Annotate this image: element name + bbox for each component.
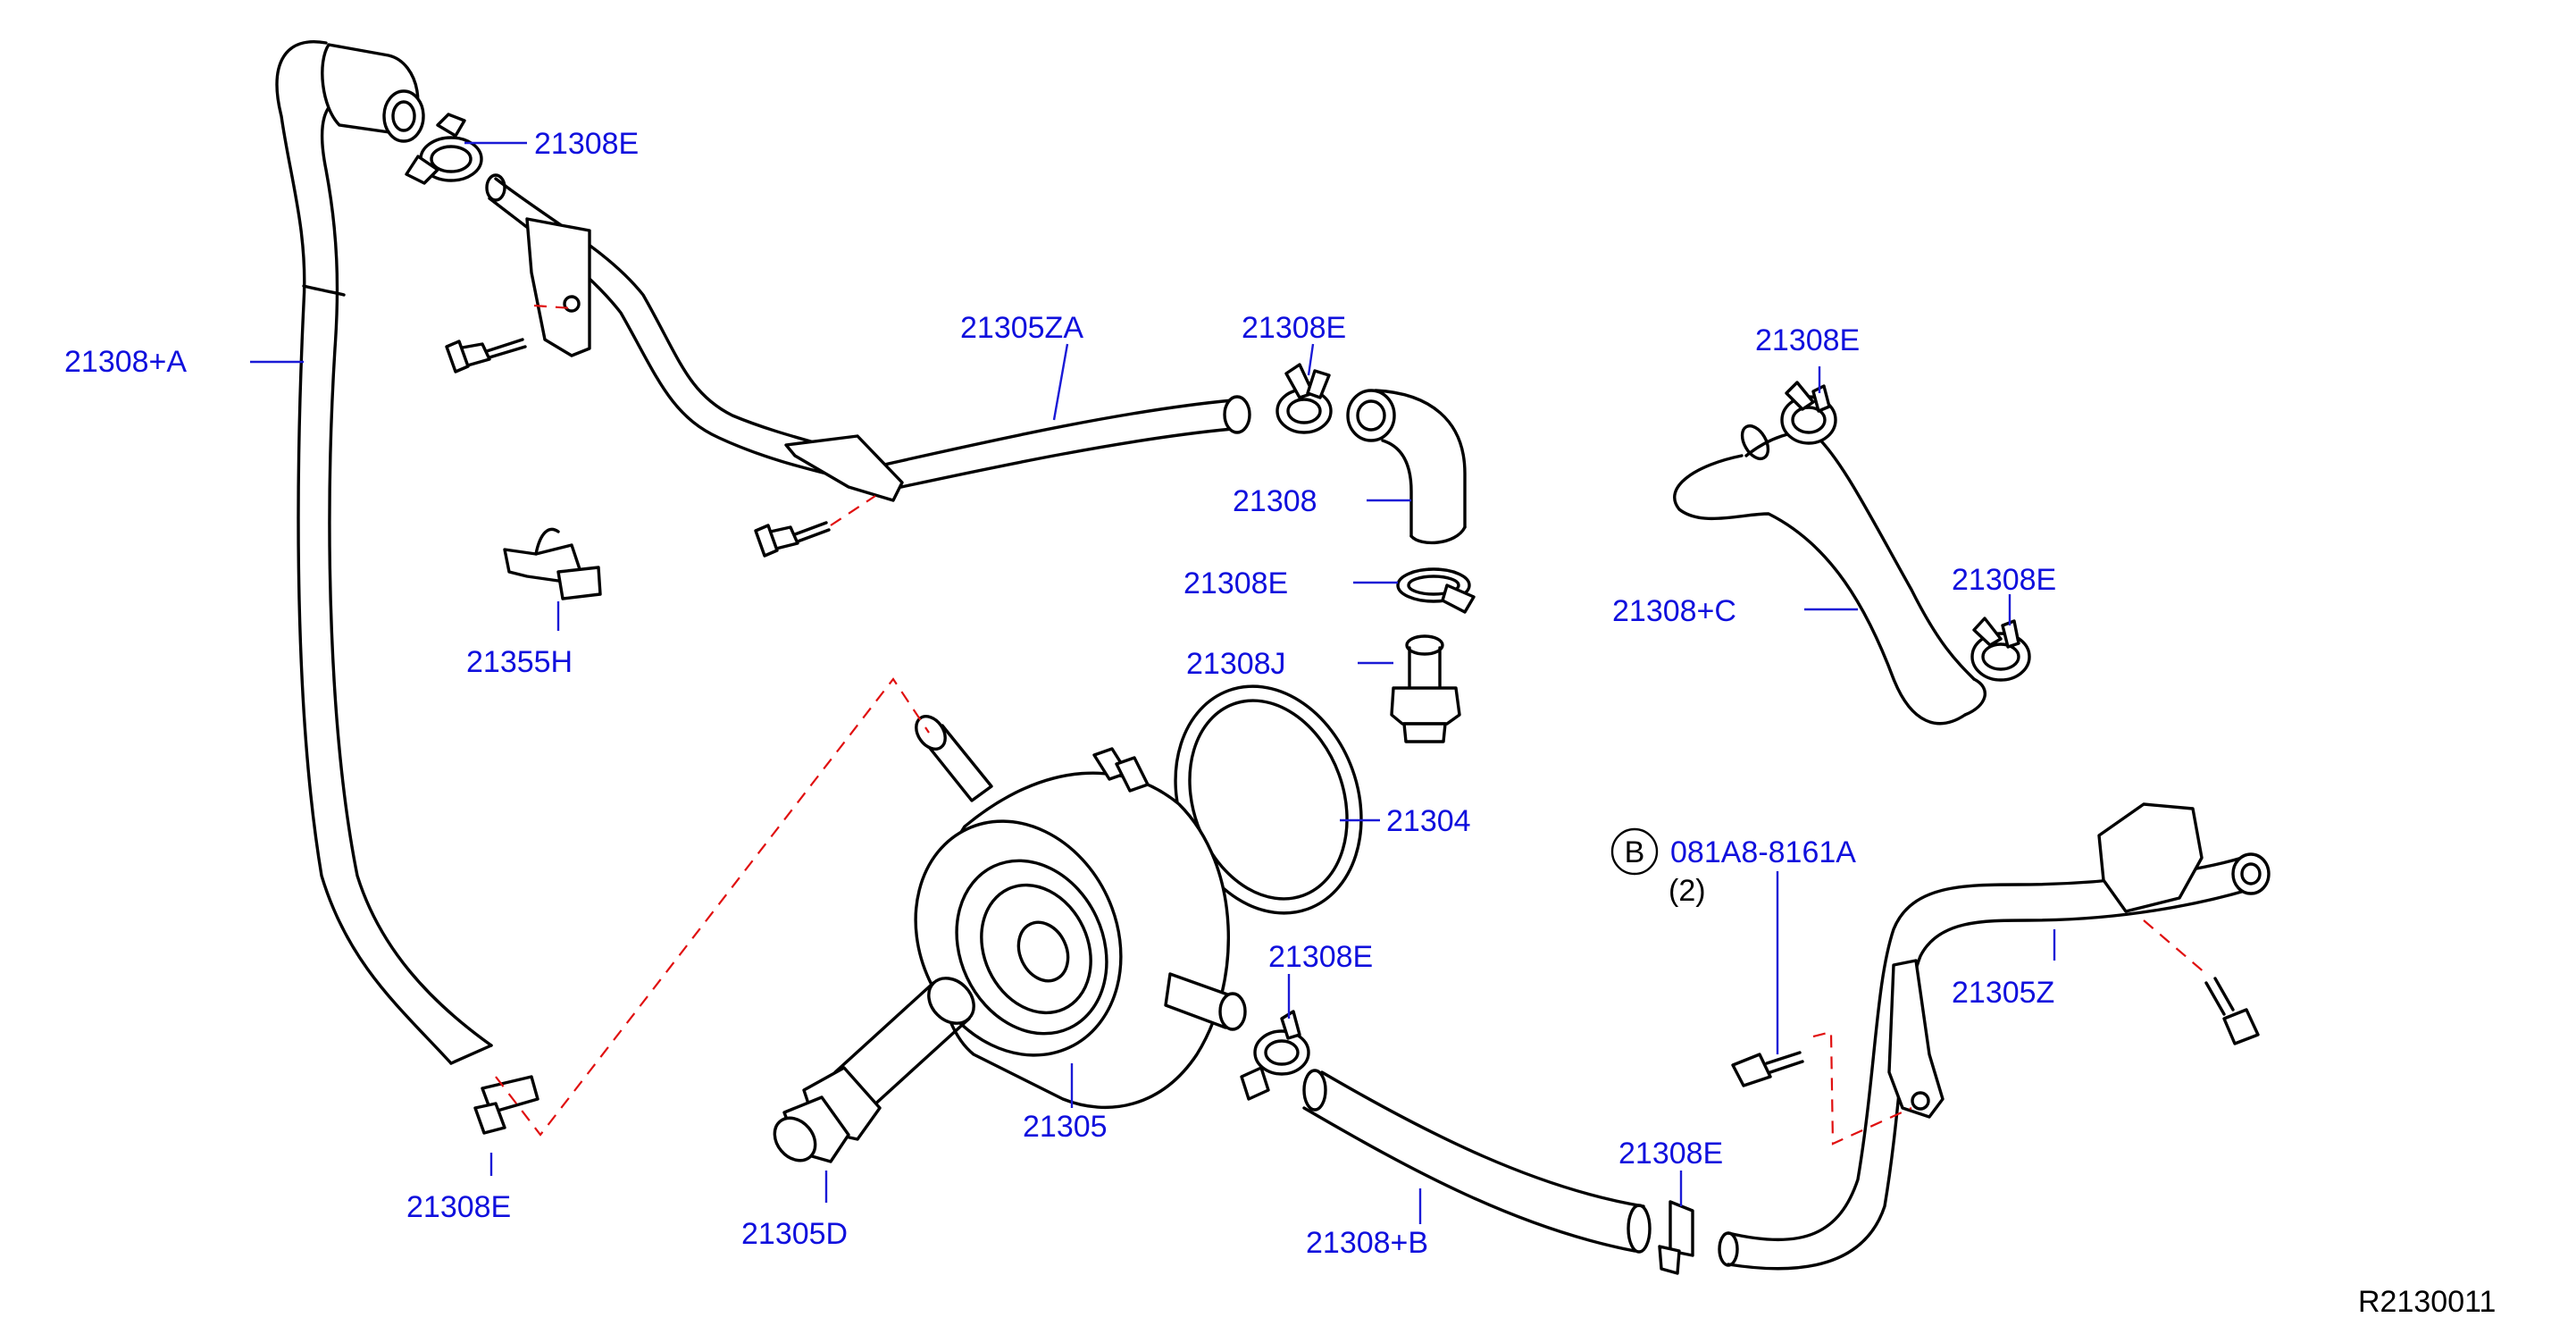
label-clamp-mid-top: 21308E — [1242, 311, 1346, 345]
bolt-081a8-left — [1731, 1051, 1804, 1087]
clip-21355h — [503, 527, 602, 600]
clamp-21308e-c-top — [1780, 381, 1837, 445]
clamp-21308e-bottom-mid — [1658, 1200, 1694, 1275]
label-tube-za: 21305ZA — [960, 311, 1083, 345]
label-bolt-ref: 081A8-8161A — [1670, 835, 1856, 869]
diagram-id: R2130011 — [2358, 1285, 2496, 1319]
label-bolt-qty: (2) — [1669, 874, 1706, 908]
connector-21308j — [1390, 634, 1461, 743]
label-connector-j: 21308J — [1186, 647, 1286, 681]
bolt-reference: B 081A8-8161A (2) — [1610, 827, 1856, 908]
label-cooler: 21305 — [1023, 1110, 1108, 1144]
tube-21305z — [1718, 802, 2271, 1271]
label-clamp-mid: 21308E — [1183, 566, 1288, 600]
label-gasket: 21304 — [1386, 804, 1471, 838]
bolt-za-upper — [445, 338, 527, 373]
label-tube-z: 21305Z — [1952, 976, 2054, 1010]
connector-21305d — [773, 977, 975, 1163]
label-hose-21308: 21308 — [1233, 484, 1317, 518]
label-connector-d: 21305D — [741, 1217, 848, 1251]
clamp-21308e-cooler-out — [1240, 1010, 1310, 1101]
bolt-za-lower — [754, 521, 831, 558]
label-hose-b: 21308+B — [1306, 1226, 1428, 1260]
bolt-badge-letter: B — [1625, 835, 1645, 869]
guide-lines — [495, 304, 2207, 1146]
clamp-21308e-mid — [1396, 567, 1476, 614]
label-clamp-top: 21308E — [534, 127, 639, 161]
bolt-badge-circle — [1610, 827, 1659, 876]
label-clip: 21355H — [466, 645, 573, 679]
bolt-081a8-right — [2204, 977, 2260, 1045]
clamp-21308e-top — [405, 113, 483, 185]
label-clamp-c-bottom: 21308E — [1952, 563, 2056, 597]
tube-21305za — [485, 173, 1251, 502]
leader-lines — [250, 141, 2056, 1224]
clamp-21308e-bottom-left — [473, 1075, 539, 1135]
hose-21308-a — [275, 40, 493, 1065]
label-clamp-bottom-left: 21308E — [406, 1190, 511, 1224]
hose-21308-b — [1302, 1069, 1652, 1254]
label-clamp-c-top: 21308E — [1755, 323, 1860, 357]
label-hose-a: 21308+A — [64, 345, 187, 379]
label-clamp-bottom-mid: 21308E — [1618, 1137, 1723, 1171]
clamp-21308e-c-bottom — [1970, 617, 2031, 682]
clamp-21308e-mid-top — [1275, 363, 1333, 434]
label-hose-c: 21308+C — [1612, 594, 1736, 628]
hose-21308-c — [1673, 424, 1986, 726]
label-clamp-cooler-out: 21308E — [1268, 940, 1373, 974]
hose-21308-elbow — [1346, 389, 1467, 545]
